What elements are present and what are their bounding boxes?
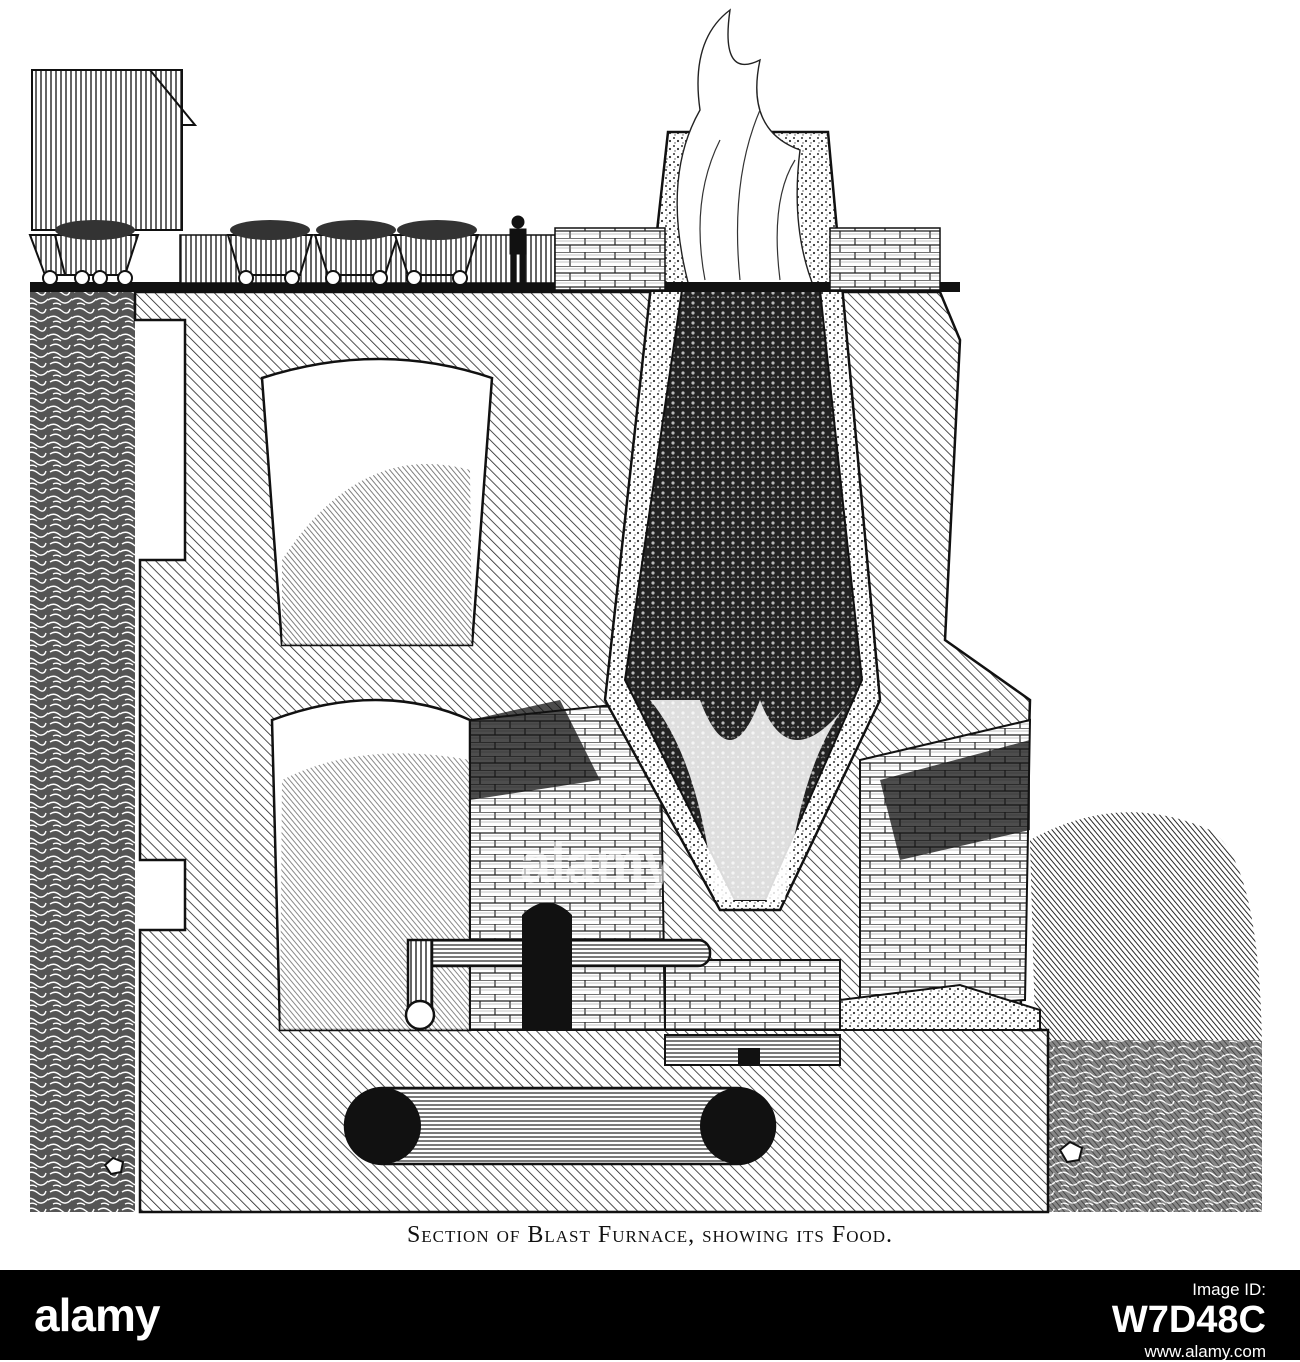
left-earth-rock <box>30 292 135 1212</box>
loose-stones <box>103 1140 1084 1176</box>
charging-platform <box>30 282 960 292</box>
caption: Section of Blast Furnace, showing its Fo… <box>406 1222 894 1248</box>
footer-logo: alamy <box>34 1289 160 1341</box>
image-id-value: W7D48C <box>1111 1299 1266 1341</box>
furnace-flames <box>650 700 850 900</box>
wagon-load <box>55 220 477 240</box>
ore-wagon <box>28 234 480 276</box>
warehouse <box>31 69 183 231</box>
footer-band <box>0 1270 1300 1360</box>
arched-doorway <box>522 902 572 1030</box>
worker-figure <box>509 215 527 285</box>
footer-url[interactable]: www.alamy.com <box>1144 1341 1266 1361</box>
wagon-wheels <box>42 270 468 286</box>
hearth-base <box>664 959 841 1031</box>
top-flame <box>676 8 817 291</box>
image-id-label: Image ID: <box>1192 1280 1266 1299</box>
blast-furnace-illustration <box>28 8 1262 1214</box>
slag-run <box>839 983 1041 1031</box>
brick-parapet-left <box>554 227 666 291</box>
lower-ground-rubble <box>1040 1040 1262 1212</box>
brick-parapet-right <box>829 227 941 291</box>
footer-image-info: Image ID: W7D48C www.alamy.com <box>1112 1280 1266 1362</box>
